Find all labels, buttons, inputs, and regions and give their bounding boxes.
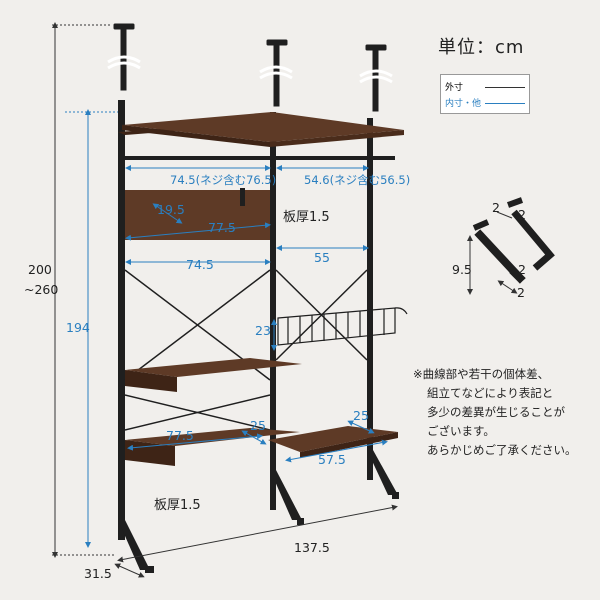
board-width-label: 77.5 xyxy=(208,220,236,235)
hook-top-b-label: 2 xyxy=(518,207,526,222)
hook-bottom-label: 2 xyxy=(517,285,525,300)
legend-inner-label: 内寸・他 xyxy=(445,99,482,109)
depth-label: 31.5 xyxy=(84,566,112,581)
desk-right-width-label: 57.5 xyxy=(318,452,346,467)
hook-height-label: 9.5 xyxy=(452,262,472,277)
top-shelf xyxy=(118,112,404,160)
top-left-width-label: 74.5(ネジ含む76.5) xyxy=(170,173,277,187)
disclaimer-note: ※曲線部や若干の個体差、 組立てなどにより表記と 多少の差異が生じることが ござ… xyxy=(413,365,577,460)
back-board xyxy=(125,188,270,240)
rack-height-label: 23 xyxy=(255,323,271,338)
outer-dimension-lines xyxy=(52,22,398,578)
desk-right-depth-label: 25 xyxy=(353,408,369,423)
total-height-label: 200 xyxy=(28,262,52,277)
legend-inner-line xyxy=(485,103,525,104)
board-side-label: 19.5 xyxy=(157,202,185,217)
mid-right-width-label: 55 xyxy=(314,250,330,265)
wire-rack xyxy=(277,307,408,346)
desk-left-depth-label: 25 xyxy=(250,418,266,433)
board-thickness-top-label: 板厚1.5 xyxy=(283,210,330,225)
hook-side-label: 2 xyxy=(518,262,526,277)
tension-poles xyxy=(107,23,393,112)
unit-label: 単位：cm xyxy=(438,37,525,58)
total-height-range-label: ~260 xyxy=(24,282,59,297)
cross-braces xyxy=(124,269,368,431)
desk-left-width-label: 77.5 xyxy=(166,428,194,443)
mid-left-width-label: 74.5 xyxy=(186,257,214,272)
total-width-label: 137.5 xyxy=(294,540,330,555)
note-line: 組立てなどにより表記と xyxy=(427,386,554,400)
legend-outer-label: 外寸 xyxy=(445,83,464,93)
middle-shelf xyxy=(125,358,302,392)
hook-illustration xyxy=(467,197,555,295)
board-thickness-bottom-label: 板厚1.5 xyxy=(154,498,201,513)
hook-top-a-label: 2 xyxy=(492,200,500,215)
note-line: あらかじめご了承ください。 xyxy=(427,443,577,457)
note-line: 多少の差異が生じることが xyxy=(427,405,565,419)
top-right-width-label: 54.6(ネジ含む56.5) xyxy=(304,173,411,187)
legend-outer-line xyxy=(485,87,525,88)
note-line: ございます。 xyxy=(427,424,495,438)
frame-posts xyxy=(118,100,373,540)
frame-height-label: 194 xyxy=(66,320,90,335)
dimension-legend: 外寸 内寸・他 xyxy=(440,74,530,114)
note-line: ※曲線部や若干の個体差、 xyxy=(413,367,550,381)
inner-dimension-lines xyxy=(65,109,388,548)
